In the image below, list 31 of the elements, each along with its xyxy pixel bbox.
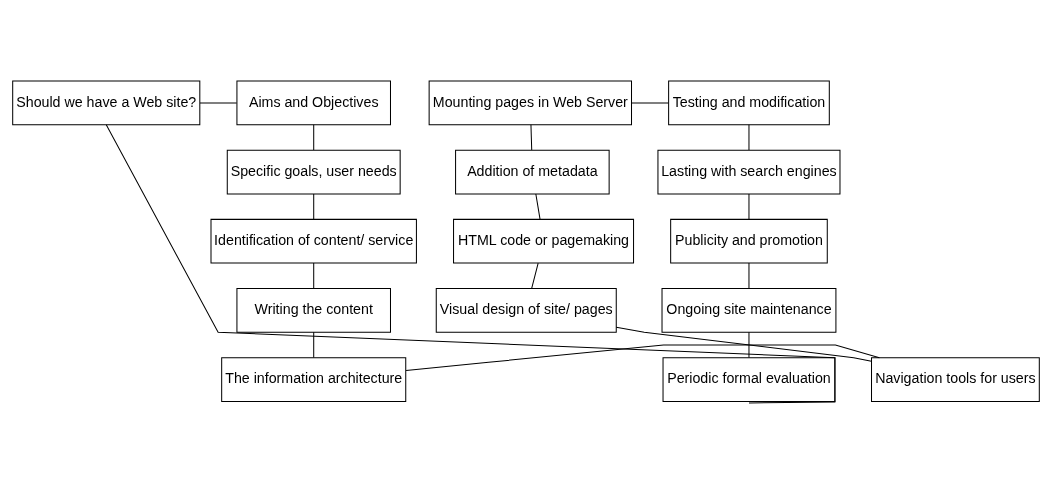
node-box: Mounting pages in Web Server: [428, 80, 632, 126]
connector: [631, 102, 669, 104]
node-box: Visual design of site/ pages: [435, 288, 617, 333]
connector: [615, 326, 872, 362]
node-box: Testing and modification: [668, 80, 830, 126]
connector: [313, 331, 315, 358]
node-box: The information architecture: [221, 357, 407, 402]
connector: [313, 193, 315, 220]
node-box: Ongoing site maintenance: [661, 288, 837, 333]
connector: [748, 262, 750, 289]
connector: [748, 331, 750, 358]
connector: [313, 124, 315, 151]
connector: [313, 262, 315, 289]
connector: [105, 124, 836, 404]
node-box: Lasting with search engines: [657, 149, 841, 195]
node-box: HTML code or pagemaking: [453, 218, 635, 264]
connector: [748, 124, 750, 151]
node-box: Addition of metadata: [455, 149, 610, 195]
node-box: Navigation tools for users: [871, 357, 1040, 402]
node-box: Aims and Objectives: [236, 80, 391, 126]
node-box: Specific goals, user needs: [226, 149, 401, 195]
connector: [530, 124, 533, 151]
connector: [405, 344, 880, 371]
node-box: Identification of content/ service: [210, 218, 417, 264]
node-box: Should we have a Web site?: [12, 80, 201, 126]
node-box: Writing the content: [236, 288, 391, 333]
connector: [531, 262, 539, 289]
connector: [748, 193, 750, 220]
node-box: Publicity and promotion: [670, 218, 828, 264]
connector: [199, 102, 238, 104]
connector: [535, 193, 541, 220]
